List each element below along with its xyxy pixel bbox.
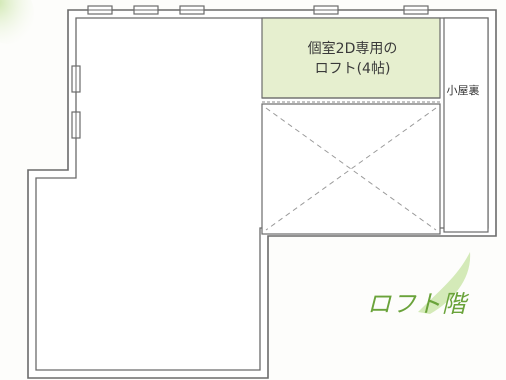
window-left-2 xyxy=(71,111,81,139)
leaf-decoration-top xyxy=(0,0,34,44)
loft-room-label-line1: 個室2D専用の xyxy=(307,41,398,57)
window-top-4 xyxy=(313,5,339,15)
window-top-3 xyxy=(179,5,205,15)
window-top-2 xyxy=(133,5,159,15)
window-left-1 xyxy=(71,65,81,93)
window-top-1 xyxy=(87,5,113,15)
floor-title: ロフト階 xyxy=(367,290,467,318)
attic-label: 小屋裏 xyxy=(446,84,480,97)
loft-room-label-line2: ロフト(4帖) xyxy=(314,61,391,77)
attic-area xyxy=(443,17,489,233)
leaf-decoration-bottom xyxy=(418,252,471,314)
void-area xyxy=(261,103,441,235)
void-cross-a xyxy=(265,107,437,231)
loft-room-label: 個室2D専用の ロフト(4帖) xyxy=(270,39,435,79)
void-cross-b xyxy=(265,107,437,231)
window-top-5 xyxy=(403,5,429,15)
